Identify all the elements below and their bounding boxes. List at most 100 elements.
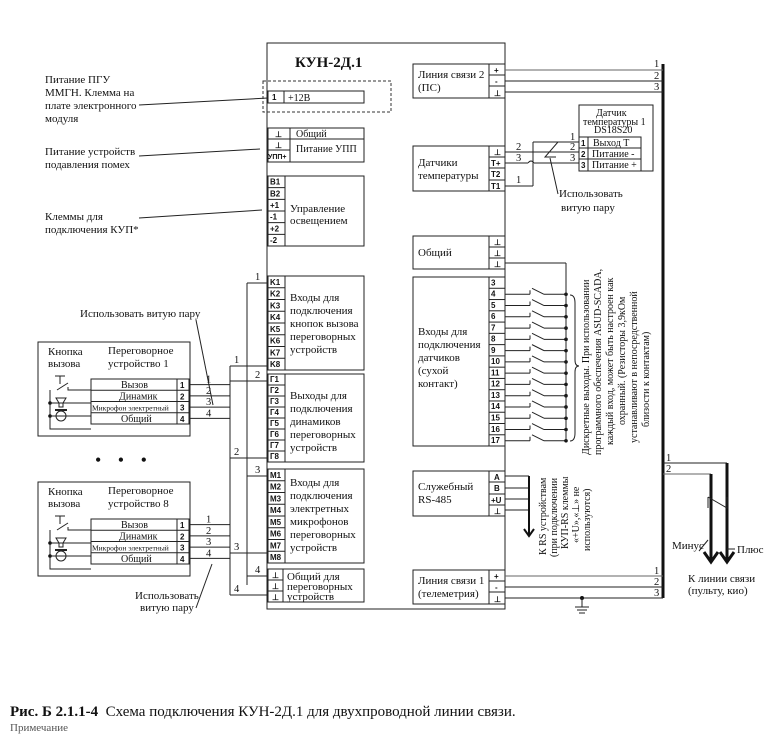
sensor-contact — [505, 434, 568, 443]
svg-text:Общий: Общий — [296, 129, 327, 140]
svg-text:2: 2 — [581, 150, 586, 159]
svg-text:T+: T+ — [491, 159, 501, 168]
pin-label: B1 — [270, 178, 281, 187]
pin-label: 15 — [491, 414, 500, 423]
svg-text:освещением: освещением — [290, 215, 348, 227]
pgu-power-note: Питание ПГУ ММГН. Клемма на плате электр… — [45, 74, 269, 125]
svg-text:B: B — [494, 484, 500, 493]
svg-text:Управление: Управление — [290, 203, 345, 215]
ellipsis-dots: • • • — [95, 450, 153, 470]
svg-text:кнопок вызова: кнопок вызова — [290, 318, 359, 330]
svg-text:микрофонов: микрофонов — [290, 516, 348, 528]
svg-text:3: 3 — [206, 537, 211, 548]
svg-text:Питание УПП: Питание УПП — [296, 144, 357, 155]
sensor-contact — [505, 423, 568, 432]
svg-text:«+U»,«⊥» не: «+U»,«⊥» не — [571, 486, 582, 543]
svg-text:2: 2 — [206, 526, 211, 537]
pin-label: +1 — [270, 201, 280, 210]
upp-block: ⊥ ⊥ УПП+ Общий Питание УПП — [267, 127, 365, 163]
pin-label: K3 — [270, 301, 281, 310]
pin-label: K8 — [270, 360, 281, 369]
upp-power-note: Питание устройств подавления помех — [45, 146, 261, 171]
svg-text:ММГН. Клемма на: ММГН. Клемма на — [45, 87, 134, 99]
svg-text:плате электронного: плате электронного — [45, 100, 137, 112]
pin-label: -1 — [270, 213, 278, 222]
minus-label: Минус — [672, 540, 704, 552]
svg-text:+U: +U — [491, 496, 502, 505]
sensor-contact — [505, 366, 568, 375]
power-terminal-frame — [262, 80, 392, 113]
line2-block: + - ⊥ Линия связи 2 (ПС) — [412, 63, 506, 99]
pin-label: M1 — [270, 471, 282, 480]
svg-text:устройство 8: устройство 8 — [108, 498, 169, 510]
svg-text:подключения КУП*: подключения КУП* — [45, 224, 139, 236]
pin-label: K7 — [270, 348, 281, 357]
svg-text:2: 2 — [180, 532, 185, 541]
pin-label: K6 — [270, 337, 281, 346]
svg-text:Переговорное: Переговорное — [108, 485, 174, 497]
pin-label: 13 — [491, 391, 500, 400]
intercom-common-block: ⊥ ⊥ ⊥ Общий для переговорных устройств — [267, 568, 365, 603]
svg-text:1: 1 — [206, 375, 211, 386]
svg-text:1: 1 — [206, 515, 211, 526]
sensor-contact — [505, 310, 568, 319]
pin-label: Г4 — [270, 408, 280, 417]
svg-text:1: 1 — [255, 272, 260, 283]
svg-text:(сухой: (сухой — [418, 365, 448, 377]
svg-text:датчиков: датчиков — [418, 352, 460, 364]
svg-text:3: 3 — [255, 465, 260, 476]
intercom-row-label: Вызов — [121, 520, 148, 531]
svg-text:⊥: ⊥ — [494, 89, 501, 98]
svg-text:+: + — [494, 66, 499, 75]
plus-label: Плюс — [737, 544, 764, 556]
svg-text:4: 4 — [234, 584, 240, 595]
caption-note: Примечание — [10, 722, 68, 734]
svg-text:T2: T2 — [491, 170, 501, 179]
svg-text:температуры 1: температуры 1 — [583, 117, 646, 128]
intercom-row-label: Микрофон электретный — [92, 404, 169, 413]
power-terminal-label: +12В — [288, 93, 311, 104]
svg-text:1: 1 — [234, 355, 239, 366]
sensor-contact — [505, 389, 568, 398]
svg-text:Клеммы для: Клеммы для — [45, 211, 103, 223]
sensor-contact — [505, 332, 568, 342]
svg-text:⊥: ⊥ — [494, 507, 501, 516]
svg-text:⊥: ⊥ — [275, 130, 282, 139]
svg-text:4: 4 — [255, 565, 261, 576]
kup-terminals-note: Клеммы для подключения КУП* — [45, 209, 263, 236]
svg-text:охранный. (Резисторы 3,9кОм: охранный. (Резисторы 3,9кОм — [617, 296, 628, 425]
sensor-contact — [505, 299, 568, 308]
svg-text:1: 1 — [180, 381, 185, 390]
pin-label: 12 — [491, 380, 500, 389]
svg-text:Общий: Общий — [418, 247, 452, 259]
twisted-pair-bottom-label: Использовать — [135, 590, 199, 602]
svg-text:3: 3 — [570, 153, 575, 164]
svg-text:3: 3 — [654, 588, 659, 599]
svg-text:Входы для: Входы для — [418, 326, 467, 338]
svg-text:⊥: ⊥ — [494, 249, 501, 258]
pin-label: M4 — [270, 506, 282, 515]
svg-text:⊥: ⊥ — [272, 571, 279, 580]
pin-label: 6 — [491, 312, 496, 321]
svg-text:Питание ПГУ: Питание ПГУ — [45, 74, 110, 86]
svg-text:вызова: вызова — [48, 358, 80, 370]
svg-text:Входы для: Входы для — [290, 292, 339, 304]
power-terminal-num: 1 — [272, 93, 277, 102]
rs-note: К RS устройствам (при подключении КУП-RS… — [538, 476, 593, 557]
svg-text:-: - — [495, 77, 498, 86]
svg-text:1: 1 — [516, 175, 521, 186]
svg-text:2: 2 — [516, 142, 521, 153]
sensor-contact — [505, 377, 568, 387]
svg-text:КУП-RS клеммы: КУП-RS клеммы — [560, 476, 571, 549]
intercom-row-label: Общий — [121, 554, 152, 565]
pin-label: 16 — [491, 425, 500, 434]
svg-text:⊥: ⊥ — [272, 593, 279, 602]
svg-text:2: 2 — [654, 71, 659, 82]
svg-text:1: 1 — [180, 521, 185, 530]
svg-text:1: 1 — [666, 453, 671, 464]
call-button-icon — [55, 515, 91, 531]
rs485-block: A B +U ⊥ Служебный RS-485 — [412, 470, 506, 517]
common-right-block: ⊥ ⊥ ⊥ Общий — [412, 235, 506, 270]
svg-text:(ПС): (ПС) — [418, 82, 441, 94]
